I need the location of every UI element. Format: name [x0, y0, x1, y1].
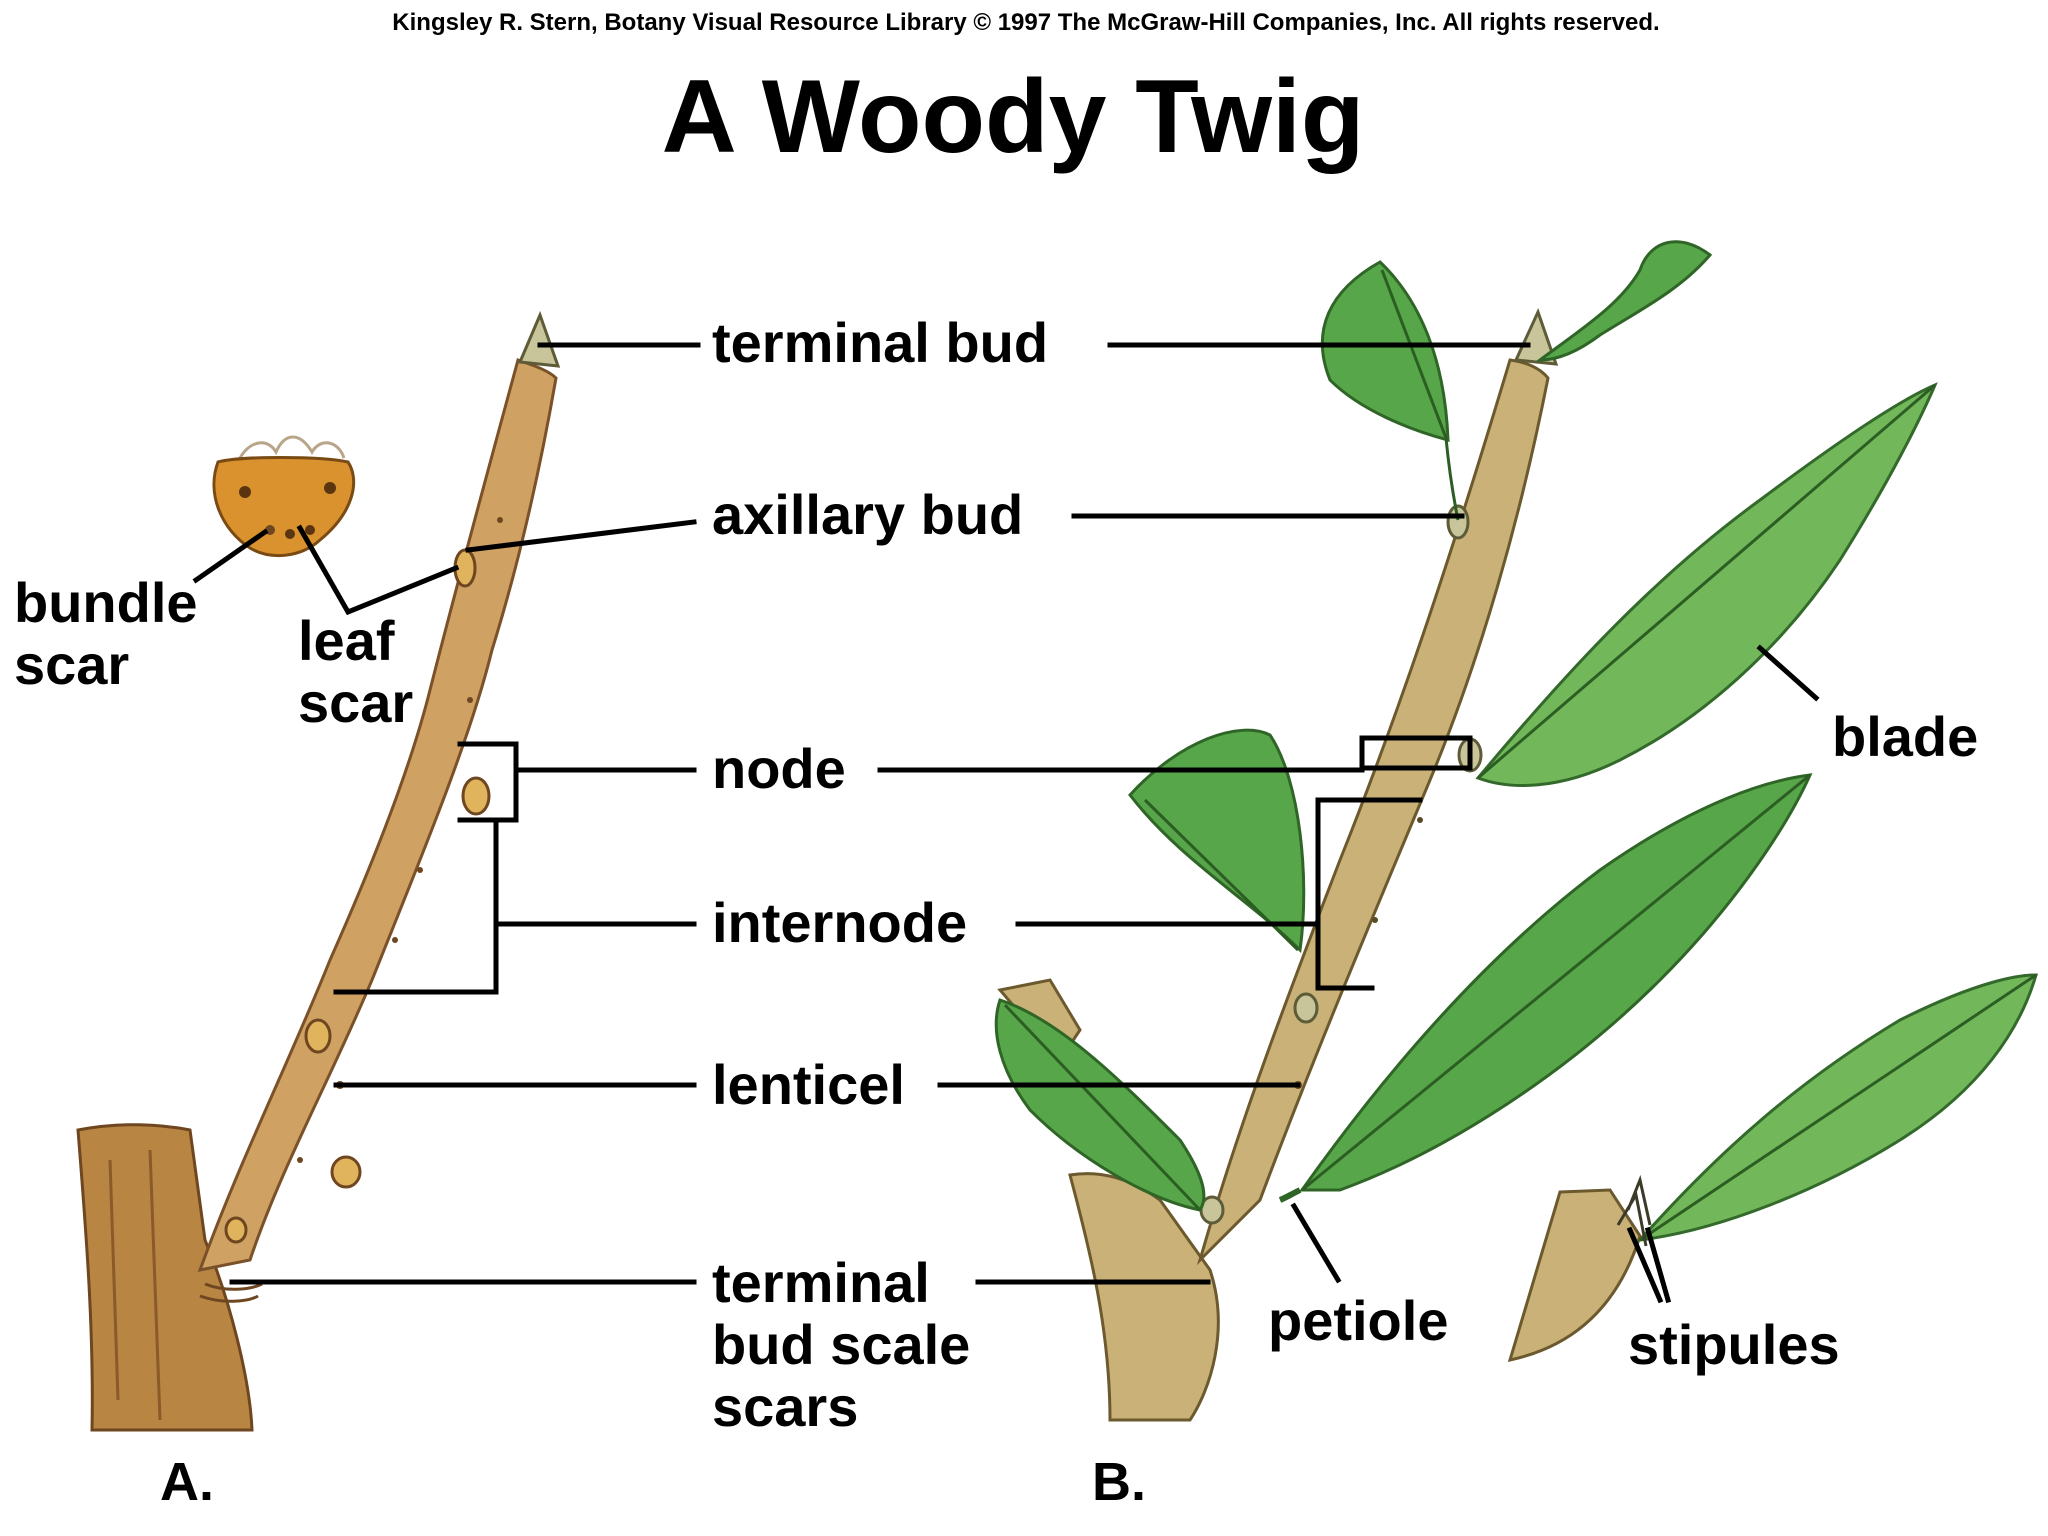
label-terminal-bud-scale-scars-line1: terminal: [712, 1251, 930, 1314]
label-lenticel: lenticel: [712, 1053, 905, 1116]
label-axillary-bud: axillary bud: [712, 483, 1023, 546]
diagram-title: A Woody Twig: [662, 59, 1365, 175]
leaf-scar-inset: [212, 435, 356, 558]
node-bud-a: [461, 776, 491, 816]
label-bundle-scar-line1: bundle: [14, 571, 198, 634]
label-terminal-bud-scale-scars-line2: bud scale: [712, 1313, 970, 1376]
label-leaf-scar-line2: scar: [298, 671, 413, 734]
terminal-bud-a: [517, 310, 561, 368]
labels: terminal bud axillary bud node internode…: [14, 311, 1978, 1512]
label-node: node: [712, 737, 846, 800]
label-stipules: stipules: [1628, 1313, 1840, 1376]
twig-b-illustration: [994, 240, 1938, 1422]
credit-line: Kingsley R. Stern, Botany Visual Resourc…: [392, 9, 1659, 36]
label-petiole: petiole: [1268, 1289, 1448, 1352]
panel-label-a: A.: [160, 1452, 214, 1512]
label-terminal-bud-scale-scars-line3: scars: [712, 1375, 858, 1438]
twig-a-illustration: [76, 310, 561, 1432]
label-bundle-scar-line2: scar: [14, 633, 129, 696]
label-leaf-scar-line1: leaf: [298, 609, 395, 672]
panel-label-b: B.: [1092, 1452, 1146, 1512]
stipule-marks: [1616, 1174, 1652, 1247]
leader-lines: [192, 342, 1820, 1304]
label-terminal-bud: terminal bud: [712, 311, 1048, 374]
label-internode: internode: [712, 891, 967, 954]
terminal-bud-b: [1513, 307, 1559, 366]
stipules-inset: [1507, 973, 2038, 1362]
axillary-bud-b: [1446, 504, 1470, 540]
label-blade: blade: [1832, 705, 1978, 768]
